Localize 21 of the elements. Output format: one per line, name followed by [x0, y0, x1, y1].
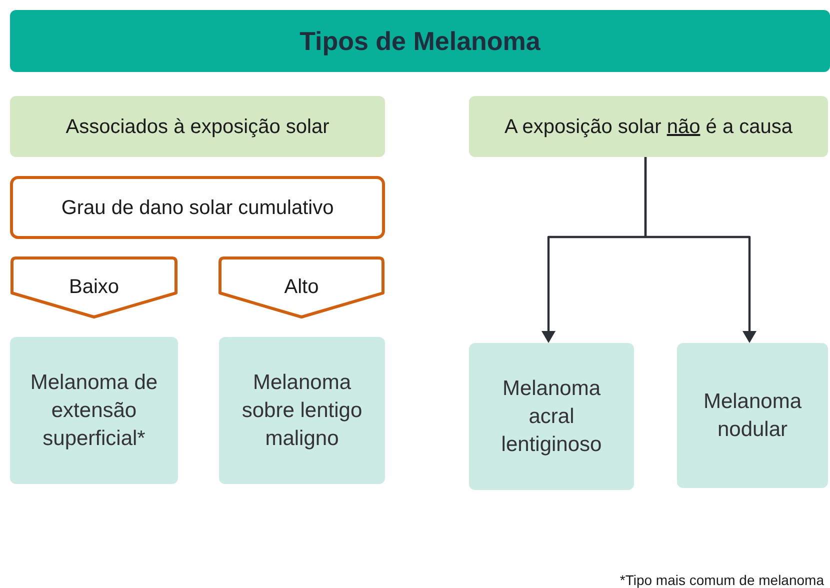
category-box	[469, 96, 828, 157]
node-text: Baixo	[68, 275, 120, 300]
level-tag	[10, 256, 178, 319]
melanoma-type-box	[469, 343, 634, 490]
node-text: Melanoma acral lentiginoso	[500, 376, 603, 458]
footnote: *Tipo mais comum de melanoma	[620, 571, 824, 588]
category-box	[10, 96, 385, 157]
node-text: Alto	[284, 275, 319, 300]
melanoma-type-box	[10, 337, 178, 484]
arrow	[644, 157, 756, 343]
level-tag	[218, 256, 385, 319]
melanoma-type-box	[677, 343, 828, 488]
node-text: Melanoma de extensão superficial*	[29, 370, 159, 452]
node-text: Associados à exposição solar	[66, 114, 330, 140]
node-text: A exposição solar não é a causa	[504, 114, 792, 140]
node-text: Melanoma sobre lentigo maligno	[240, 370, 364, 452]
title-banner: Tipos de Melanoma	[10, 10, 830, 72]
node-text: Melanoma nodular	[702, 388, 803, 442]
melanoma-type-box	[219, 337, 385, 484]
node-text: Grau de dano solar cumulativo	[61, 196, 334, 220]
criterion-box	[10, 176, 385, 239]
